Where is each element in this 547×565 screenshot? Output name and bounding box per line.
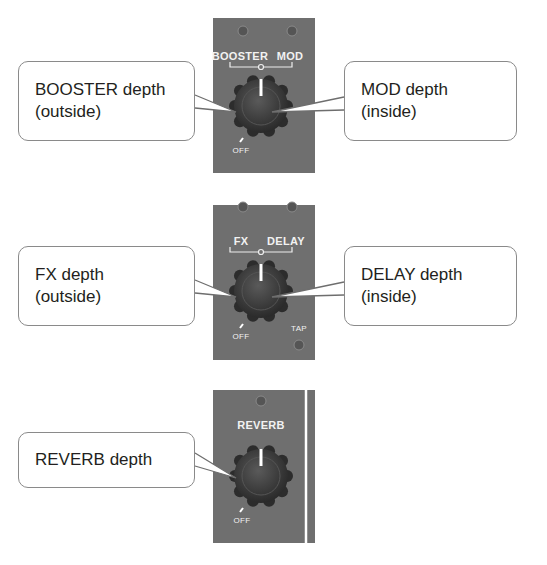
panel (213, 205, 315, 360)
callout-text: BOOSTER depth (outside) (35, 79, 184, 123)
callout-text: MOD depth (inside) (361, 79, 481, 123)
led (238, 26, 248, 36)
panel-label: TAP (291, 324, 307, 333)
bracket-dot (259, 65, 264, 70)
leader-line (195, 453, 236, 478)
led (294, 340, 304, 350)
panel-label: OFF (233, 332, 250, 341)
off-tick (240, 138, 243, 142)
leader-line (272, 282, 344, 297)
leader-line (195, 280, 236, 297)
panel-label: OFF (234, 516, 251, 525)
leader-line (195, 95, 236, 112)
panel-edge (305, 390, 308, 543)
fx-callout: FX depth (outside) (18, 246, 195, 326)
callout-text: DELAY depth (inside) (361, 264, 501, 308)
panel-label: OFF (233, 146, 250, 155)
reverb-callout: REVERB depth (18, 432, 195, 488)
knob (229, 445, 293, 506)
panel-label: BOOSTER (212, 50, 269, 62)
led (287, 26, 297, 36)
callout-text: REVERB depth (35, 449, 152, 471)
panel-label: DELAY (267, 235, 305, 247)
panel (213, 18, 315, 173)
off-tick (240, 508, 243, 512)
knob (229, 75, 293, 136)
off-tick (240, 324, 243, 328)
led (256, 396, 266, 406)
led (238, 202, 248, 212)
booster-callout: BOOSTER depth (outside) (18, 61, 195, 141)
panel-label: REVERB (237, 419, 285, 431)
knob (229, 260, 293, 321)
panel-label: MOD (277, 50, 304, 62)
callout-text: FX depth (outside) (35, 264, 155, 308)
panel-label: FX (234, 235, 249, 247)
delay-callout: DELAY depth (inside) (344, 246, 517, 326)
led (287, 202, 297, 212)
leader-line (272, 97, 344, 112)
mod-callout: MOD depth (inside) (344, 61, 517, 141)
panel (213, 390, 315, 543)
bracket-dot (259, 250, 264, 255)
